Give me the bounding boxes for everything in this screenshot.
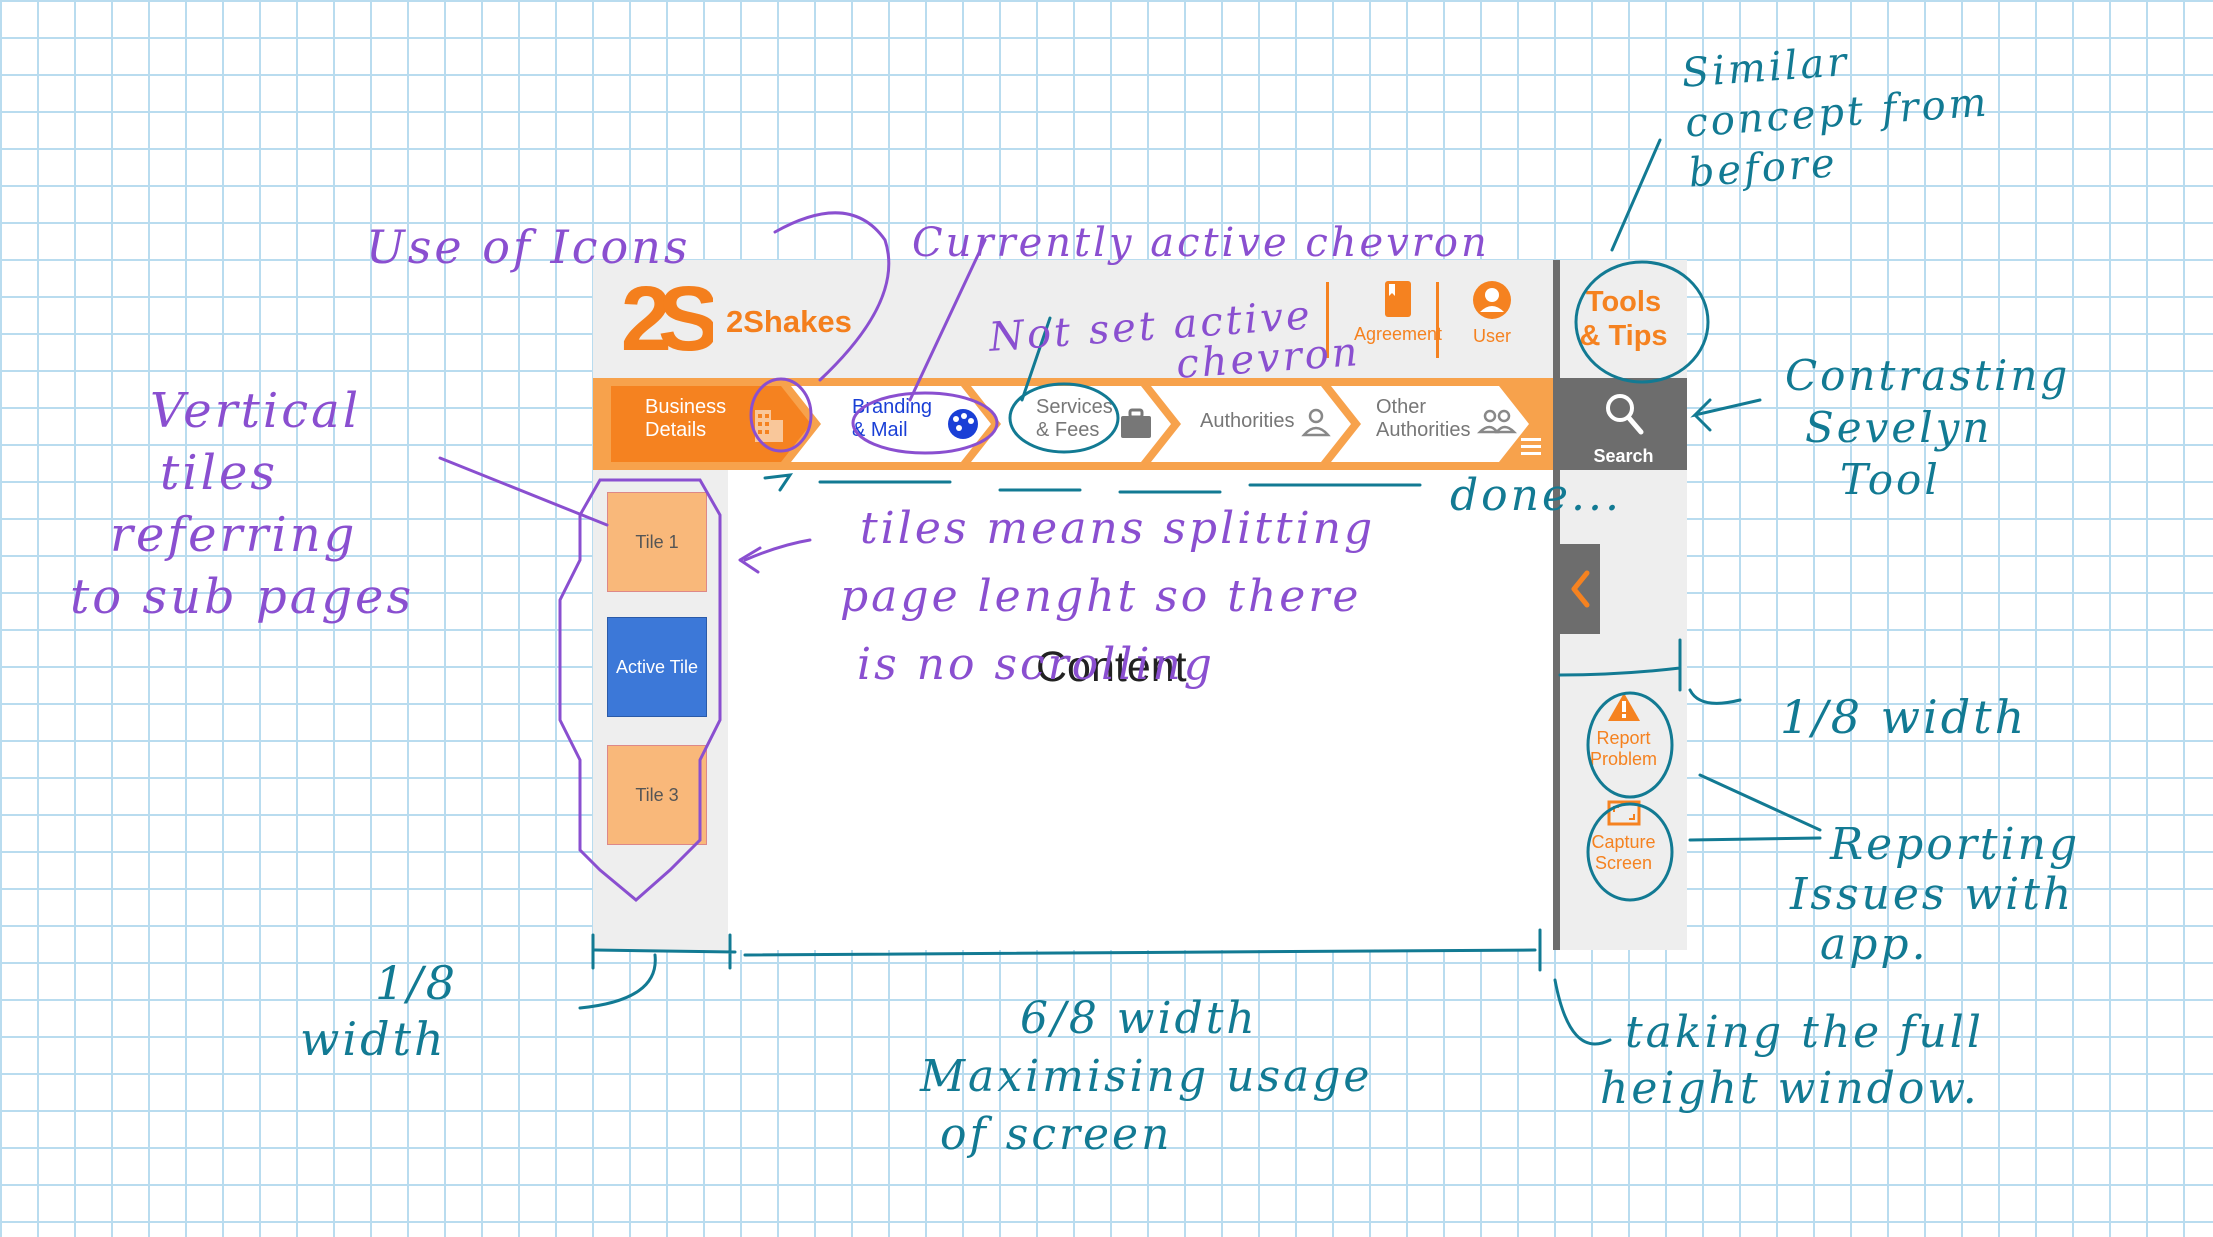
tile-3[interactable]: Tile 3 xyxy=(607,745,707,845)
annotation-eighth-width: 1/8 width xyxy=(1780,690,2028,744)
annotation-vertical-tiles: Vertical tiles referring to sub pages xyxy=(70,383,415,625)
briefcase-icon xyxy=(1121,408,1151,438)
capture-label: Capture xyxy=(1591,832,1656,852)
annotation-contrasting: Contrasting Sevelyn Tool xyxy=(1785,351,2071,504)
user-circle-icon xyxy=(1473,281,1511,319)
annotation-currently-active: Currently active chevron xyxy=(912,220,1490,266)
annotation-left-eighth: 1/8 width xyxy=(300,956,459,1066)
nav-label-services-fees: Services& Fees xyxy=(1036,396,1113,441)
annotation-tiles-means: tiles means splitting page lenght so the… xyxy=(840,503,1376,690)
person-icon xyxy=(1301,408,1331,437)
ink-pointers-reporting xyxy=(1688,773,1822,842)
hamburger-icon[interactable] xyxy=(1521,438,1541,459)
tools-divider xyxy=(1553,260,1560,950)
logo-icon: 2S xyxy=(621,276,713,360)
nav-chevron-branding-mail[interactable] xyxy=(791,386,991,462)
ink-circle-tools xyxy=(1574,260,1710,384)
ink-circle-services xyxy=(1008,382,1120,454)
annotation-reporting: Reporting Issues with app. xyxy=(1790,819,2081,970)
annotation-six-eighth: 6/8 width Maximising usage of screen xyxy=(920,993,1373,1160)
ink-width-brackets xyxy=(591,928,1542,972)
search-label: Search xyxy=(1593,446,1654,466)
collapse-panel-tab[interactable] xyxy=(1560,544,1600,634)
active-tile[interactable]: Active Tile xyxy=(607,617,707,717)
brand-name: 2Shakes xyxy=(726,304,852,339)
ink-bracket-eighth xyxy=(1558,638,1742,705)
ink-circle-building-icon xyxy=(749,377,813,453)
ink-outline-tiles xyxy=(558,478,722,902)
content-area-label: Content xyxy=(1036,643,1187,691)
ink-circle-capture xyxy=(1586,802,1674,902)
ink-curve-icons xyxy=(773,211,891,382)
header-divider xyxy=(1436,282,1439,358)
book-icon xyxy=(1385,281,1411,317)
screen-label: Screen xyxy=(1594,853,1653,873)
nav-chevron-authorities[interactable] xyxy=(1151,386,1351,462)
people-icon xyxy=(1476,409,1518,434)
search-button[interactable]: Search xyxy=(1560,378,1687,470)
user-label: User xyxy=(1472,326,1511,346)
report-label: Report xyxy=(1596,728,1651,748)
nav-chevron-other-authorities[interactable] xyxy=(1331,386,1529,462)
ink-circle-report xyxy=(1586,691,1674,799)
nav-chevron-services-fees[interactable] xyxy=(971,386,1171,462)
palette-icon xyxy=(948,409,978,439)
annotation-done: done... xyxy=(1450,470,1622,521)
capture-screen-button[interactable]: Capture Screen xyxy=(1560,800,1687,874)
tile-1[interactable]: Tile 1 xyxy=(607,492,707,592)
ink-hook-right xyxy=(1553,978,1612,1046)
ink-arrowhead xyxy=(738,546,762,574)
ink-pointer-similar xyxy=(1610,138,1662,252)
tools-and-tips-title: Tools& Tips xyxy=(1579,286,1668,352)
app-header: 2S 2Shakes Agreement User xyxy=(593,260,1553,378)
ink-arrows-chevrons xyxy=(763,473,1422,494)
annotation-similar-concept: Similar concept from before xyxy=(1680,39,1991,197)
report-problem-button[interactable]: Report Problem xyxy=(1560,692,1687,770)
ink-arrow-search xyxy=(1690,398,1762,432)
ink-pointer-active xyxy=(908,238,987,402)
user-button[interactable]: User xyxy=(1455,280,1529,347)
ink-pointer-not-active xyxy=(1020,316,1052,402)
warning-icon xyxy=(1607,693,1640,721)
ink-circle-branding xyxy=(851,391,999,455)
agreement-label: Agreement xyxy=(1353,324,1443,344)
problem-label: Problem xyxy=(1589,749,1658,769)
chevron-left-icon xyxy=(1571,570,1590,608)
annotation-use-of-icons: Use of Icons xyxy=(366,220,691,274)
building-icon xyxy=(755,410,783,442)
logo-initials: 2S xyxy=(621,276,713,360)
nav-label-authorities: Authorities xyxy=(1200,410,1295,432)
ink-arrow-tiles xyxy=(743,538,812,562)
ink-hook-left xyxy=(578,953,657,1010)
search-icon xyxy=(1606,394,1644,435)
vertical-tiles-column: Tile 1 Active Tile Tile 3 xyxy=(593,470,728,950)
header-divider xyxy=(1326,282,1329,358)
ink-pointer-tiles xyxy=(438,456,609,527)
agreement-button[interactable]: Agreement xyxy=(1333,280,1463,345)
annotation-full-height: taking the full height window. xyxy=(1600,1007,1984,1114)
